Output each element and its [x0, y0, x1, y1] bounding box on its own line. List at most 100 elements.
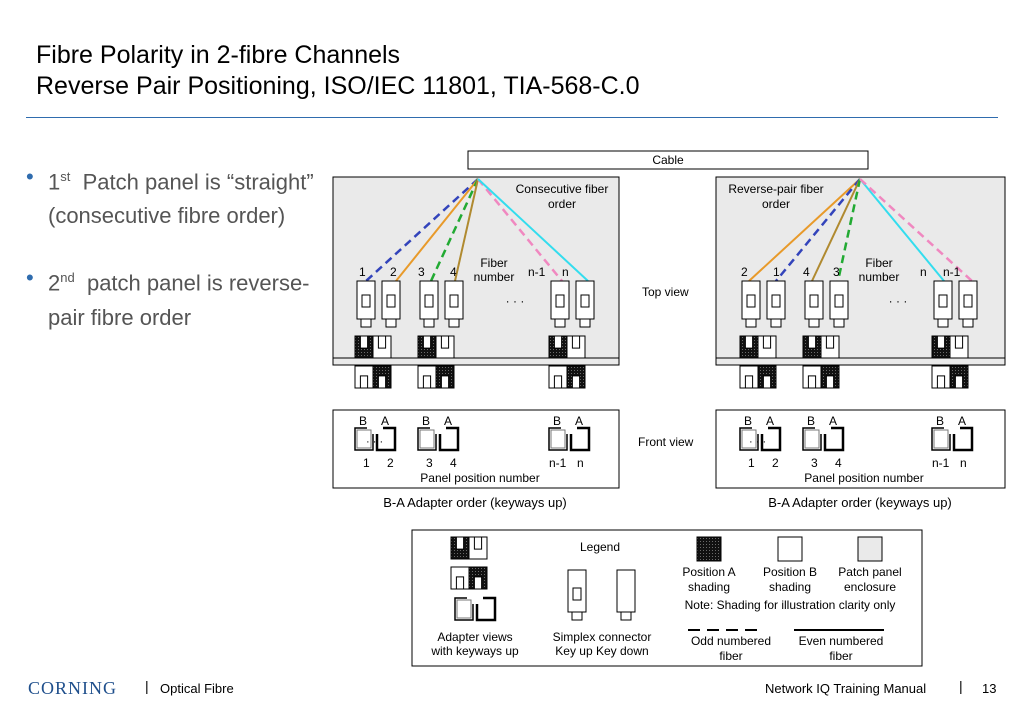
panel-1-fiber-number: 2: [390, 265, 397, 279]
legend-adapter-views-label-2: with keyways up: [430, 644, 519, 658]
slide-title: Fibre Polarity in 2-fibre Channels Rever…: [36, 40, 640, 102]
panel-2-fiber-number: n: [920, 265, 927, 279]
bullet-item-1: • 1st Patch panel is “straight” (consecu…: [26, 160, 326, 233]
bullet-ordinal-suffix: st: [60, 169, 71, 184]
legend-even-label: Even numbered: [799, 634, 884, 648]
panel-2-adapter-order: B-A Adapter order (keyways up): [768, 495, 952, 510]
panel-position-number: 3: [426, 456, 433, 470]
footer-manual: Network IQ Training Manual: [765, 681, 927, 696]
simplex-connector-panel1-5: [550, 280, 570, 328]
panel-1-position-label: Panel position number: [420, 471, 539, 485]
legend-position-b-swatch: [777, 536, 803, 562]
adapter-position-label-b: B: [744, 414, 752, 428]
simplex-connector-panel1-1: [356, 280, 376, 328]
panel-2-fiber-label-2: number: [859, 270, 900, 284]
patch-panel-2-enclosure: [715, 176, 1006, 366]
front-adapter-panel1-2: [417, 426, 460, 452]
adapter-upper: [450, 536, 488, 560]
front-adapter-panel2-2: [802, 426, 845, 452]
panel-position-number: n-1: [932, 456, 950, 470]
panel-1-fiber-label: Fiber: [480, 256, 507, 270]
panel-1-ellipsis: · · ·: [506, 294, 525, 308]
simplex-connector-panel2-5: [933, 280, 953, 328]
adapter-lower: [931, 365, 969, 389]
adapter-position-label-b: B: [359, 414, 367, 428]
legend-simplex-label: Simplex connector: [553, 630, 652, 644]
title-line-2: Reverse Pair Positioning, ISO/IEC 11801,…: [36, 72, 640, 100]
legend-note: Note: Shading for illustration clarity o…: [685, 598, 896, 612]
footer-separator: |: [145, 678, 149, 694]
top-view-label: Top view: [642, 285, 689, 299]
adapter-panel2-1: [739, 335, 777, 389]
title-divider: [26, 117, 998, 118]
panel-position-number: 4: [835, 456, 842, 470]
legend-simplex-label-2: Key up Key down: [555, 644, 648, 658]
panel-1-fiber-number: 1: [359, 265, 366, 279]
legend-title: Legend: [580, 540, 620, 554]
panel-2-ellipsis: · · ·: [889, 294, 908, 308]
legend-even-label-2: fiber: [829, 649, 852, 663]
panel-2-fibers: [748, 178, 973, 282]
panel-position-number: 1: [748, 456, 755, 470]
panel-position-number: 2: [387, 456, 394, 470]
front-adapter-panel2-3: [931, 426, 974, 452]
panel-1-order-label: Consecutive fiber: [516, 182, 609, 196]
panel-1-ellipsis-front: · · ·: [366, 436, 383, 448]
legend-position-a-swatch: [696, 536, 722, 562]
legend-enclosure-swatch: [857, 536, 883, 562]
adapter-upper: [931, 335, 969, 359]
fiber-3-line: [836, 178, 862, 282]
panel-2-fiber-number: 4: [803, 265, 810, 279]
legend-adapter-views: [450, 536, 497, 622]
simplex-connector-panel2-1: [741, 280, 761, 328]
adapter-position-label-a: A: [381, 414, 389, 428]
legend-position-a-label: Position A: [682, 565, 735, 579]
legend-adapter-front: [454, 596, 497, 622]
fiber-n-line: [477, 178, 589, 282]
corning-logo: CORNING: [28, 678, 118, 698]
adapter-top-views: [354, 335, 969, 389]
adapter-position-label-a: A: [575, 414, 583, 428]
simplex-connectors: [356, 280, 978, 328]
adapter-panel1-3: [548, 335, 586, 389]
legend-enclosure-label: Patch panel: [838, 565, 901, 579]
adapter-position-label-b: B: [422, 414, 430, 428]
panel-position-number: 2: [772, 456, 779, 470]
legend-box: [411, 529, 923, 667]
adapter-position-label-b: B: [936, 414, 944, 428]
front-adapter-panel1-1: [354, 426, 397, 452]
legend-adapter-top: [450, 536, 488, 590]
adapter-lower: [354, 365, 392, 389]
legend-odd-label: Odd numbered: [691, 634, 771, 648]
panel-position-number: 4: [450, 456, 457, 470]
bullet-dot: •: [26, 164, 34, 189]
panel-1-adapter-order: B-A Adapter order (keyways up): [383, 495, 567, 510]
panel-2-order-label-2: order: [762, 197, 790, 211]
simplex-connector-panel1-6: [575, 280, 595, 328]
fiber-2-line: [748, 178, 861, 282]
simplex-connector-panel1-4: [444, 280, 464, 328]
panel-2-fiber-number: n-1: [943, 265, 961, 279]
legend-simplex-key-up: [567, 569, 587, 621]
panel-1-fiber-label-2: number: [474, 270, 515, 284]
bullet-list: • 1st Patch panel is “straight” (consecu…: [26, 160, 326, 363]
page-number: 13: [982, 681, 997, 696]
legend-odd-label-2: fiber: [719, 649, 742, 663]
panel-position-number: 1: [363, 456, 370, 470]
legend: Legend Adapter views with keyways up Sim…: [411, 529, 923, 667]
fiber-2-line: [395, 178, 479, 282]
adapter-panel1-1: [354, 335, 392, 389]
front-view-label: Front view: [638, 435, 694, 449]
adapter-lower: [802, 365, 840, 389]
panel-2-fiber-number: 2: [741, 265, 748, 279]
panel-position-number: n: [960, 456, 967, 470]
adapter-position-label-b: B: [553, 414, 561, 428]
footer-separator: |: [959, 678, 963, 694]
adapter-lower: [450, 566, 488, 590]
bullet-ordinal-suffix: nd: [60, 270, 75, 286]
footer-section: Optical Fibre: [160, 681, 234, 696]
bullet-ordinal: 1: [48, 169, 61, 195]
adapter-lower: [739, 365, 777, 389]
panel-position-number: n-1: [549, 456, 567, 470]
